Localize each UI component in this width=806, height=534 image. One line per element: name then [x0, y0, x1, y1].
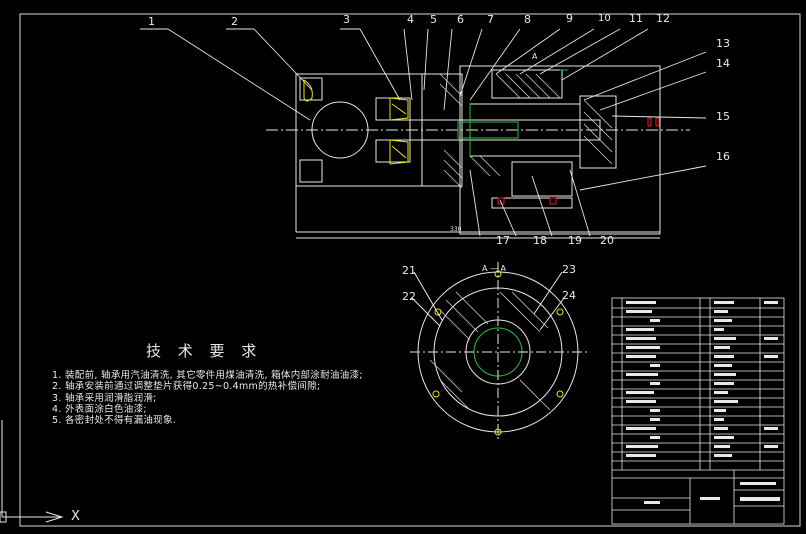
- tech-item: 4. 外表面涂白色油漆;: [52, 403, 147, 415]
- housing-right: [459, 65, 661, 235]
- part-label-4[interactable]: 4: [407, 13, 414, 26]
- part-label-8[interactable]: 8: [524, 13, 531, 26]
- leader-23: [533, 271, 563, 315]
- leader-21: [413, 271, 443, 321]
- part-label-15[interactable]: 15: [716, 110, 730, 123]
- tech-requirements-list: 1. 装配前, 轴承用汽油清洗, 其它零件用煤油清洗, 箱体内部涂耐油油漆; 2…: [52, 370, 363, 426]
- tech-item: 5. 各密封处不得有漏油现象.: [52, 415, 177, 427]
- part-label-23[interactable]: 23: [562, 263, 576, 276]
- leader-lines: [140, 28, 707, 237]
- gear-bottom: [511, 161, 573, 197]
- pin-bottom: [375, 139, 411, 163]
- part-label-2[interactable]: 2: [231, 15, 238, 28]
- red-features: [497, 117, 660, 205]
- part-label-12[interactable]: 12: [656, 12, 670, 25]
- part-label-21[interactable]: 21: [402, 264, 416, 277]
- hatch-group: [439, 73, 613, 189]
- ucs-x-label: X: [71, 509, 80, 524]
- end-cap: [579, 95, 617, 169]
- section-view[interactable]: [410, 262, 588, 442]
- part-label-20[interactable]: 20: [600, 234, 614, 247]
- part-label-3[interactable]: 3: [343, 13, 350, 26]
- part-label-16[interactable]: 16: [716, 150, 730, 163]
- yellow-parts: [303, 79, 409, 165]
- part-label-22[interactable]: 22: [402, 290, 416, 303]
- bom-border: [611, 297, 785, 525]
- ball-roller: [311, 101, 369, 159]
- tech-item: 1. 装配前, 轴承用汽油清洗, 其它零件用煤油清洗, 箱体内部涂耐油油漆;: [52, 370, 363, 381]
- section-title: A — A: [482, 264, 507, 273]
- part-label-24[interactable]: 24: [562, 289, 576, 302]
- part-label-11[interactable]: 11: [629, 12, 643, 25]
- bom-cell-marks: [626, 301, 778, 457]
- part-label-19[interactable]: 19: [568, 234, 582, 247]
- title-block-text-marks: [644, 482, 780, 504]
- bottom-plate: [491, 197, 573, 209]
- pin-top: [375, 97, 411, 121]
- part-label-1[interactable]: 1: [148, 15, 155, 28]
- bom-rows: [612, 307, 784, 471]
- part-label-13[interactable]: 13: [716, 37, 730, 50]
- left-block-bottom: [299, 159, 323, 183]
- shaft: [409, 119, 601, 141]
- drawing-border: [19, 13, 801, 527]
- tech-item: 2. 轴承安装前通过调整垫片获得0.25~0.4mm的热补偿间隙;: [52, 381, 321, 393]
- part-label-9[interactable]: 9: [566, 12, 573, 25]
- tech-item: 3. 轴承采用润滑脂润滑;: [52, 392, 157, 404]
- leader-24: [539, 297, 565, 331]
- gear-top: [491, 69, 563, 99]
- part-label-17[interactable]: 17: [496, 234, 510, 247]
- ucs-icon: [0, 420, 64, 523]
- part-label-7[interactable]: 7: [487, 13, 494, 26]
- left-block-top: [299, 77, 323, 101]
- green-parts: [457, 69, 568, 156]
- bom-table[interactable]: [611, 297, 785, 525]
- part-label-10[interactable]: 10: [598, 13, 611, 24]
- section-bolts: [432, 270, 564, 436]
- part-label-5[interactable]: 5: [430, 13, 437, 26]
- leader-22: [411, 297, 441, 327]
- section-hatch: [429, 291, 551, 411]
- assembly-view[interactable]: [266, 65, 690, 239]
- tech-requirements-title: 技 术 要 求: [146, 342, 263, 360]
- section-mark: A: [532, 52, 538, 61]
- dimension-text: 330: [450, 226, 462, 233]
- part-label-14[interactable]: 14: [716, 57, 730, 70]
- part-label-6[interactable]: 6: [457, 13, 464, 26]
- part-label-18[interactable]: 18: [533, 234, 547, 247]
